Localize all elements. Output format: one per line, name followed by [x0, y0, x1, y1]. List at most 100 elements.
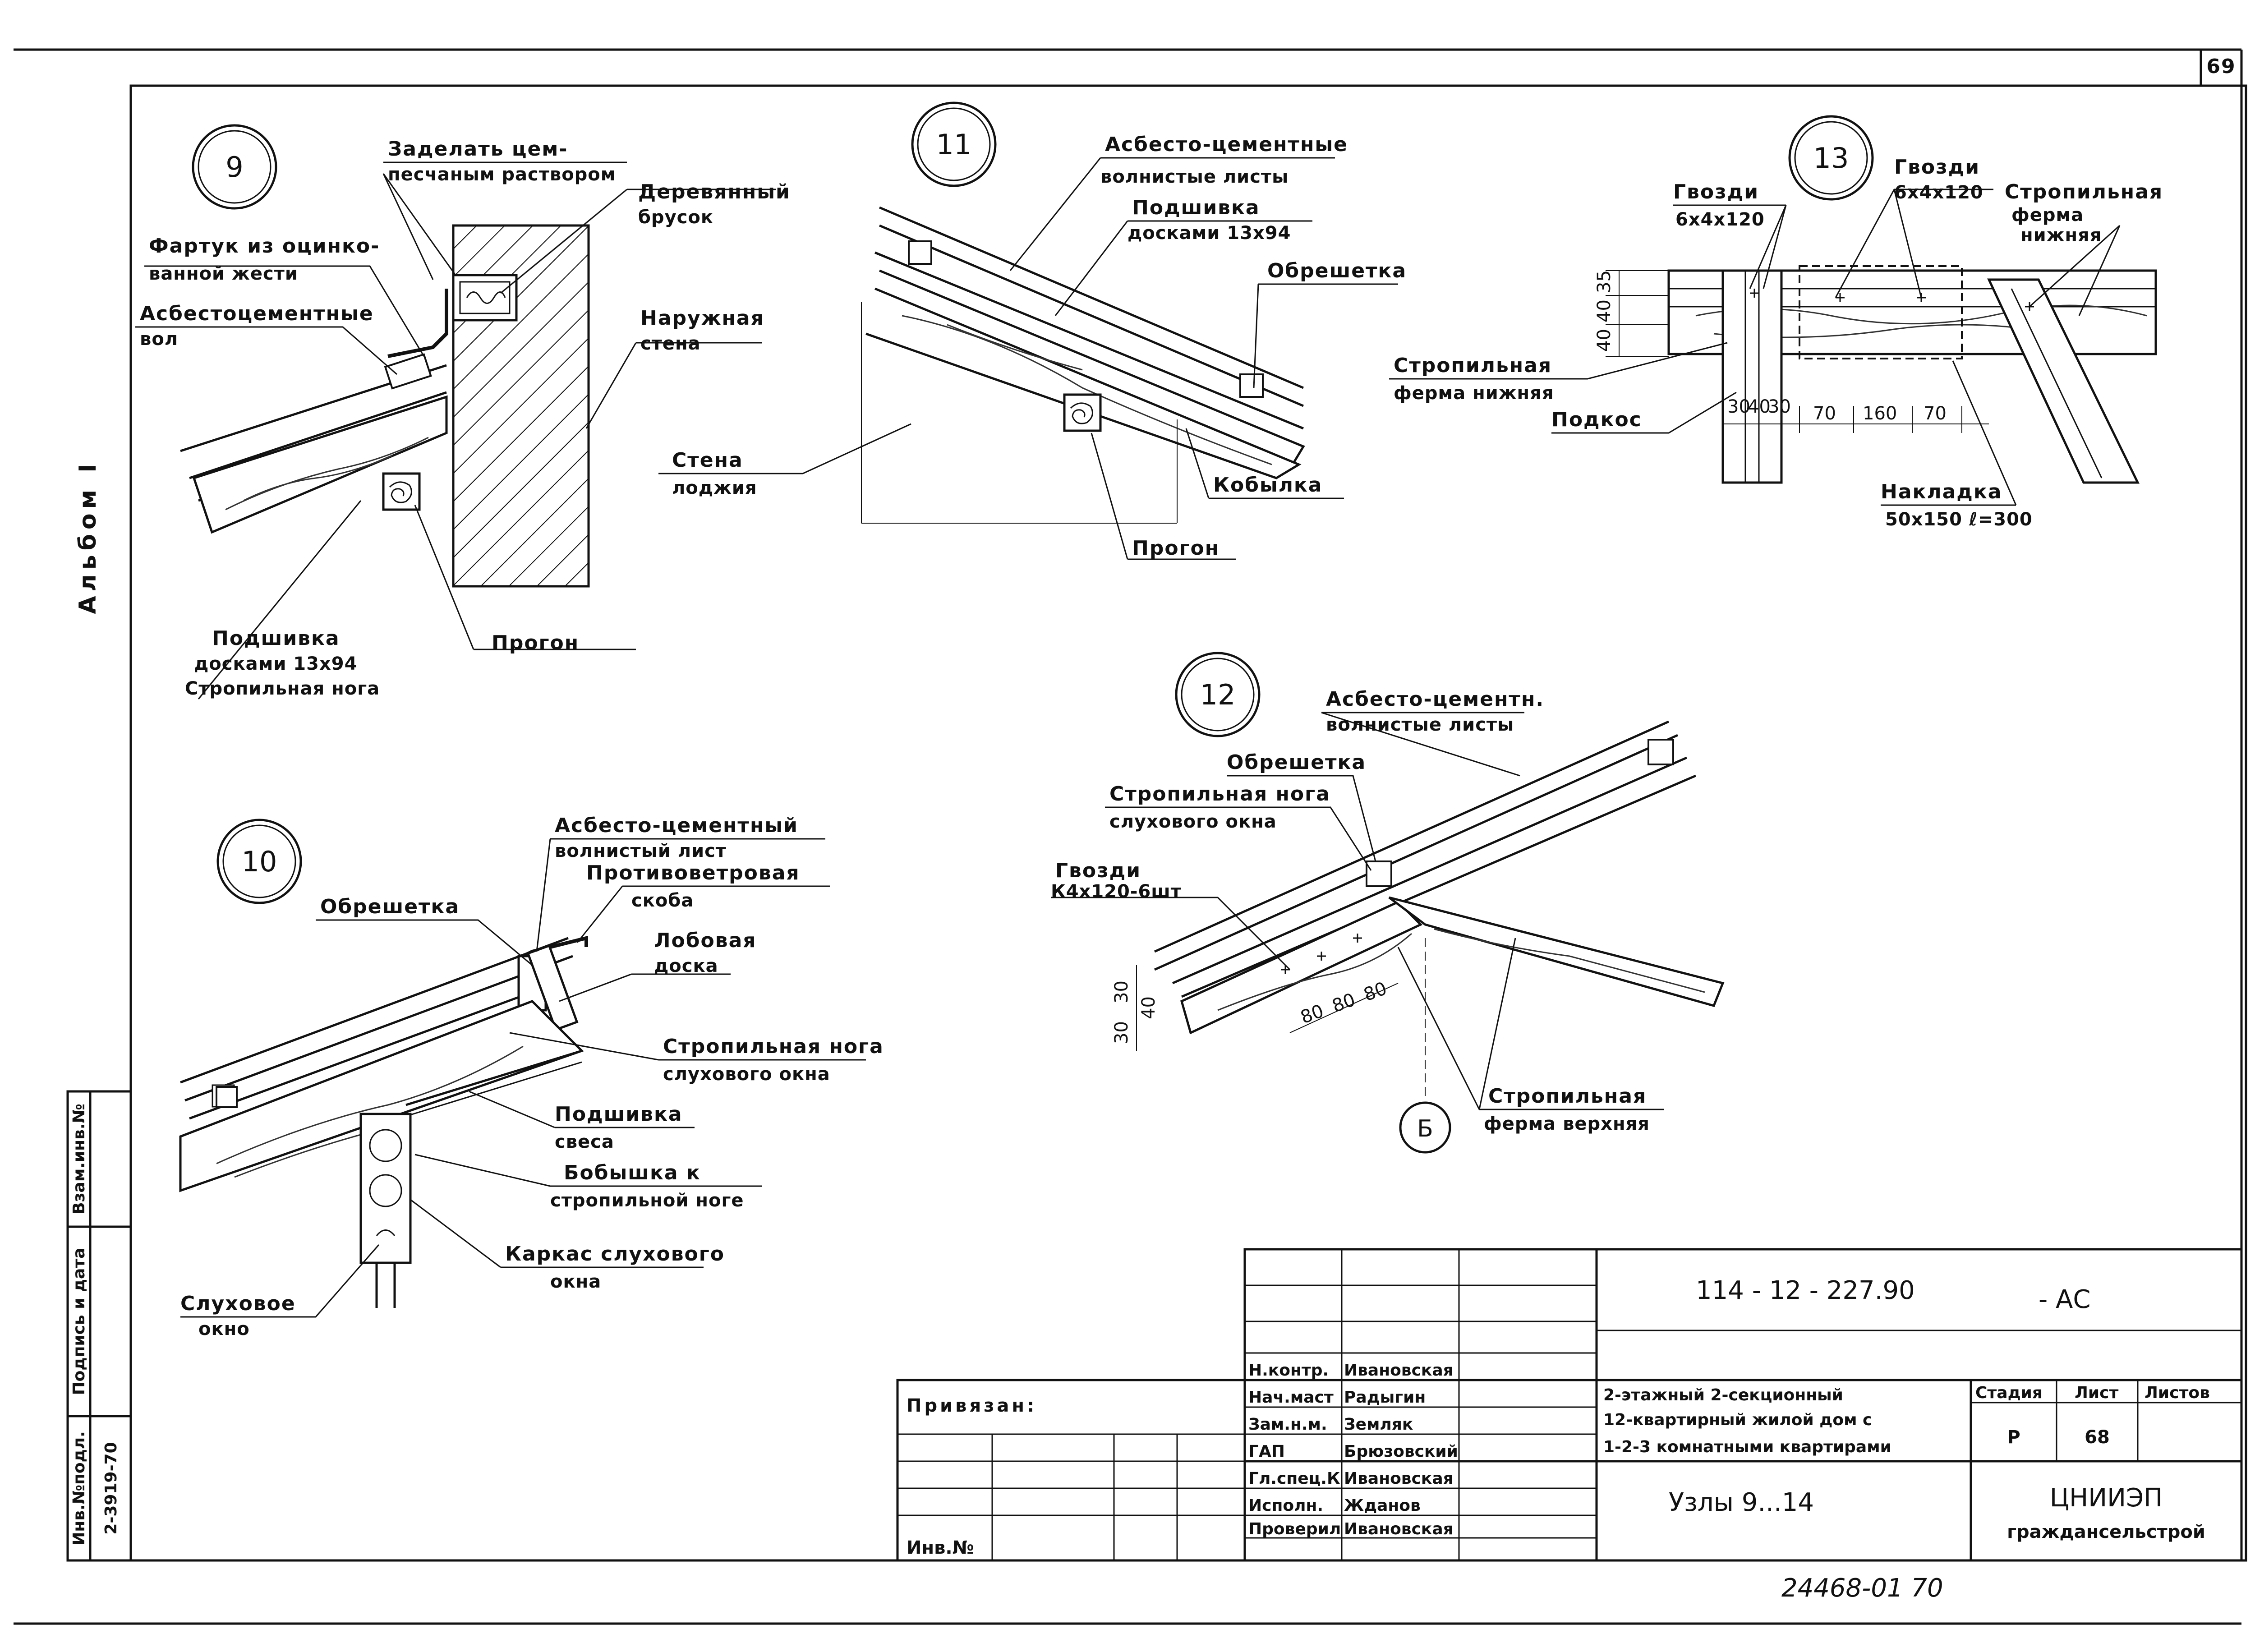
node-10-fascia-label-2: доска [654, 956, 718, 976]
node-10-sheet-label-2: волнистый лист [555, 841, 727, 861]
node-13-vdim-1: 40 [1594, 329, 1615, 352]
document-code: 114 - 12 - 227.90 [1696, 1276, 1915, 1305]
node-11-lath-label: Обрешетка [1267, 259, 1407, 282]
node-9-sheets-label-1: Асбестоцементные [140, 302, 374, 325]
node-10-frame-label-2: окна [550, 1271, 601, 1292]
node-13-vdim-2: 40 [1594, 299, 1615, 322]
node-13-vdim-3: 35 [1594, 270, 1615, 293]
node-9: 9 Заделать цем- песчаным раствором [135, 124, 791, 699]
node-11-sheathing-label-1: Подшивка [1132, 196, 1260, 219]
node-13-truss-top-label-2: ферма [2011, 205, 2084, 225]
node-9-purlin-label: Прогон [492, 631, 579, 654]
node-10-number: 10 [242, 845, 277, 878]
node-12-rafter-label-1: Стропильная нога [1109, 782, 1330, 805]
node-12-number: 12 [1200, 678, 1236, 711]
node-10-lath-label: Обрешетка [320, 895, 460, 918]
node-12-sheets-label-1: Асбесто-цементн. [1326, 688, 1544, 711]
node-13-brace-label: Подкос [1551, 408, 1642, 431]
node-10-fascia-label-1: Лобовая [654, 929, 757, 952]
node-9-sheets-label-2: вол [140, 329, 178, 350]
name-5: Ивановская [1344, 1469, 1454, 1488]
inv-label: Инв.№ [907, 1537, 974, 1558]
node-10-bracket-label-2: скоба [631, 890, 694, 911]
side-stamp: Инв.№подл. Подпись и дата Взам.инв.№ 2-3… [66, 1090, 132, 1562]
node-9-sheathing-label-2: досками 13х94 [194, 653, 357, 674]
name-7: Ивановская [1344, 1520, 1454, 1538]
node-13-truss-top-label-3: нижняя [2020, 225, 2102, 246]
node-12: 12 80 80 80 30 40 30 Б [1051, 652, 1725, 1154]
stamp-replace-label: Взам.инв.№ [70, 1104, 88, 1215]
node-12-dim-3: 80 [1361, 978, 1390, 1006]
sheets-header: Листов [2145, 1384, 2210, 1402]
role-1: Н.контр. [1248, 1361, 1329, 1380]
stamp-signature-label: Подпись и дата [70, 1248, 88, 1395]
node-10-sheet-label-1: Асбесто-цементный [555, 814, 798, 837]
node-11-number: 11 [936, 128, 972, 161]
node-10-boss-label-1: Бобышка к [564, 1161, 701, 1184]
node-10-rafter-label-1: Стропильная нога [663, 1035, 884, 1058]
name-6: Жданов [1344, 1496, 1421, 1515]
node-11-sheathing-label-2: досками 13х94 [1128, 223, 1291, 244]
node-12-sheets-label-2: волнистые листы [1326, 714, 1514, 735]
sheet-no-value: 68 [2085, 1427, 2110, 1448]
node-9-bar-label-1: Деревянный [638, 180, 791, 203]
node-9-seal-label-1: Заделать цем- [388, 138, 568, 161]
name-1: Ивановская [1344, 1361, 1454, 1380]
node-11-sheets-label-2: волнистые листы [1100, 166, 1289, 187]
node-9-wall-label-1: Наружная [640, 307, 764, 330]
document-code-suffix: - АС [2039, 1285, 2090, 1314]
role-3: Зам.н.м. [1248, 1415, 1327, 1434]
node-10-soffit-label-2: свеса [555, 1132, 614, 1152]
role-6: Исполн. [1248, 1496, 1323, 1515]
node-9-apron-label-2: ванной жести [149, 263, 298, 284]
node-9-bar-label-2: брусок [638, 207, 713, 228]
node-12-dim-1: 80 [1298, 1001, 1327, 1028]
node-13-truss-label-2: ферма нижняя [1394, 383, 1554, 404]
node-13-hdim-4: 70 [1813, 403, 1836, 424]
name-4: Брюзовский [1344, 1442, 1458, 1461]
node-9-apron-label-1: Фартук из оцинко- [149, 235, 380, 258]
node-13-truss-top-label-1: Стропильная [2005, 180, 2163, 203]
node-12-rafter-label-2: слухового окна [1109, 811, 1277, 832]
node-13-nails-a-label-2: 6х4х120 [1675, 209, 1765, 230]
node-13-hdim-5: 160 [1863, 403, 1897, 424]
description-3: 1-2-3 комнатными квартирами [1603, 1438, 1891, 1456]
node-10-frame-label-1: Каркас слухового [505, 1242, 725, 1265]
node-10-bracket-label-1: Противоветровая [586, 861, 800, 884]
stamp-inv-number: 2-3919-70 [102, 1442, 120, 1534]
org-name: ЦНИИЭП [2050, 1483, 2163, 1513]
role-7: Проверил [1248, 1520, 1341, 1538]
node-9-sheathing-label-3: Стропильная нога [185, 678, 380, 699]
node-10: 10 [179, 814, 884, 1339]
node-12-truss-label-2: ферма верхняя [1484, 1114, 1650, 1134]
node-10-window-label-1: Слуховое [180, 1292, 296, 1315]
node-10-window-label-2: окно [198, 1319, 250, 1339]
node-13-hdim-2: 40 [1748, 396, 1771, 417]
sheet-title: Узлы 9...14 [1669, 1488, 1814, 1517]
bound-label: Привязан: [907, 1395, 1037, 1416]
org-sub: граждансельстрой [2007, 1522, 2205, 1542]
node-13-plate-label-2: 50х150 ℓ=300 [1885, 509, 2033, 530]
name-2: Радыгин [1344, 1388, 1426, 1407]
stamp-inv-label: Инв.№подл. [70, 1431, 88, 1546]
node-12-dim-5: 40 [1138, 996, 1159, 1019]
node-12-section-mark: Б [1417, 1115, 1433, 1142]
node-12-lath-label: Обрешетка [1227, 751, 1366, 774]
node-13-nails-a-label-1: Гвозди [1673, 180, 1759, 203]
node-9-sheathing-label-1: Подшивка [212, 627, 340, 650]
node-13: 13 40 40 35 30 [1389, 115, 2163, 530]
node-10-boss-label-2: стропильной ноге [550, 1190, 744, 1211]
node-11: 11 Асбесто-цементные волнистые листы Под… [658, 101, 1407, 560]
role-4: ГАП [1248, 1442, 1285, 1461]
node-12-nails-label-2: К4х120-6шт [1051, 881, 1182, 902]
page-number: 69 [2206, 55, 2236, 78]
node-12-truss-label-1: Стропильная [1488, 1085, 1647, 1108]
node-12-dim-6: 30 [1111, 1021, 1132, 1044]
node-12-nails-label-1: Гвозди [1055, 859, 1141, 882]
node-13-truss-label-1: Стропильная [1394, 354, 1552, 377]
description-1: 2-этажный 2-секционный [1603, 1386, 1843, 1404]
album-label: Альбом I [74, 459, 101, 614]
node-11-wall-label-1: Стена [672, 449, 743, 472]
node-11-wall-label-2: лоджия [672, 478, 757, 498]
